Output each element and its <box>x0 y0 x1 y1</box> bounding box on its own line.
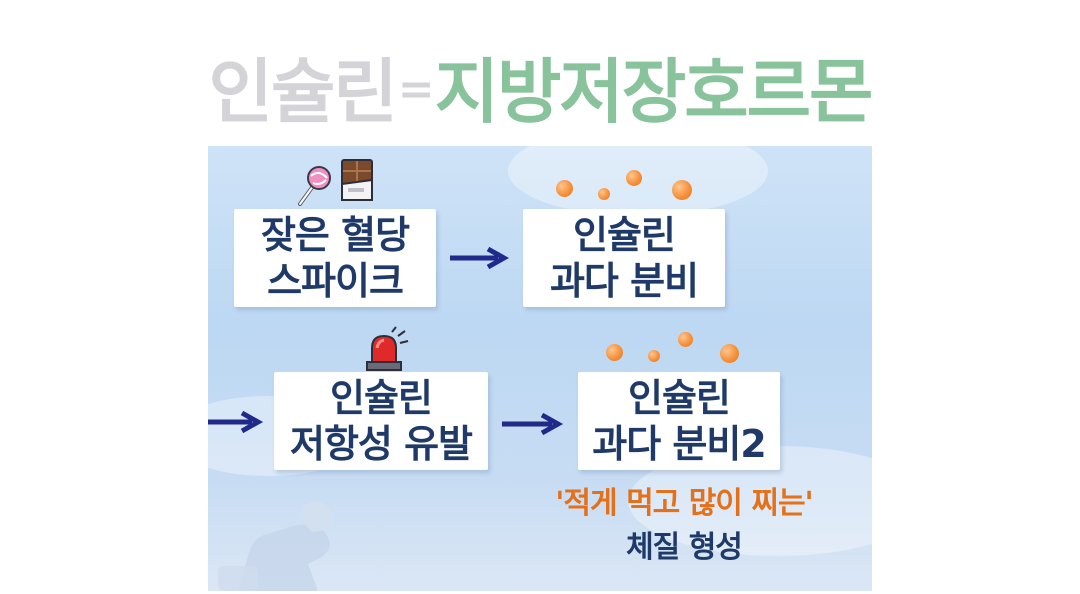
orange-bubble-icon <box>626 170 642 186</box>
statue-silhouette-icon <box>218 501 334 591</box>
siren-icon <box>366 326 409 371</box>
orange-bubble-icon <box>556 180 573 197</box>
step-box-line: 과다 분비2 <box>592 422 767 466</box>
step-box-line: 인슐린 <box>628 376 731 420</box>
conclusion-note: '적게 먹고 많이 찌는' 체질 형성 <box>494 482 872 570</box>
orange-bubble-icon <box>720 344 739 363</box>
arrow-right-icon <box>450 246 510 270</box>
step-box-line: 인슐린 <box>330 376 433 420</box>
arrow-right-icon <box>208 410 264 434</box>
orange-bubble-icon <box>648 350 660 362</box>
orange-bubble-icon <box>672 180 692 200</box>
step-box-line: 스파이크 <box>267 259 404 303</box>
step-box-line: 인슐린 <box>573 213 676 257</box>
step-box-line: 잦은 혈당 <box>260 213 410 257</box>
title-insulin: 인슐린 <box>208 51 398 133</box>
page-title: 인슐린=지방저장호르몬 <box>0 40 1080 140</box>
orange-bubble-icon <box>606 344 623 361</box>
note-line-navy: 체질 형성 <box>626 530 743 565</box>
orange-bubble-icon <box>598 188 610 200</box>
chocolate-bar-icon <box>341 159 373 201</box>
lollipop-icon <box>298 166 331 206</box>
title-equals: = <box>397 64 435 115</box>
step-box-line: 과다 분비 <box>549 259 699 303</box>
arrow-right-icon <box>502 412 564 436</box>
orange-bubble-icon <box>678 332 693 347</box>
note-line-orange: '적게 먹고 많이 찌는' <box>555 486 814 521</box>
title-fat-storage-hormone: 지방저장호르몬 <box>434 51 874 133</box>
step-box-line: 저항성 유발 <box>289 422 473 466</box>
